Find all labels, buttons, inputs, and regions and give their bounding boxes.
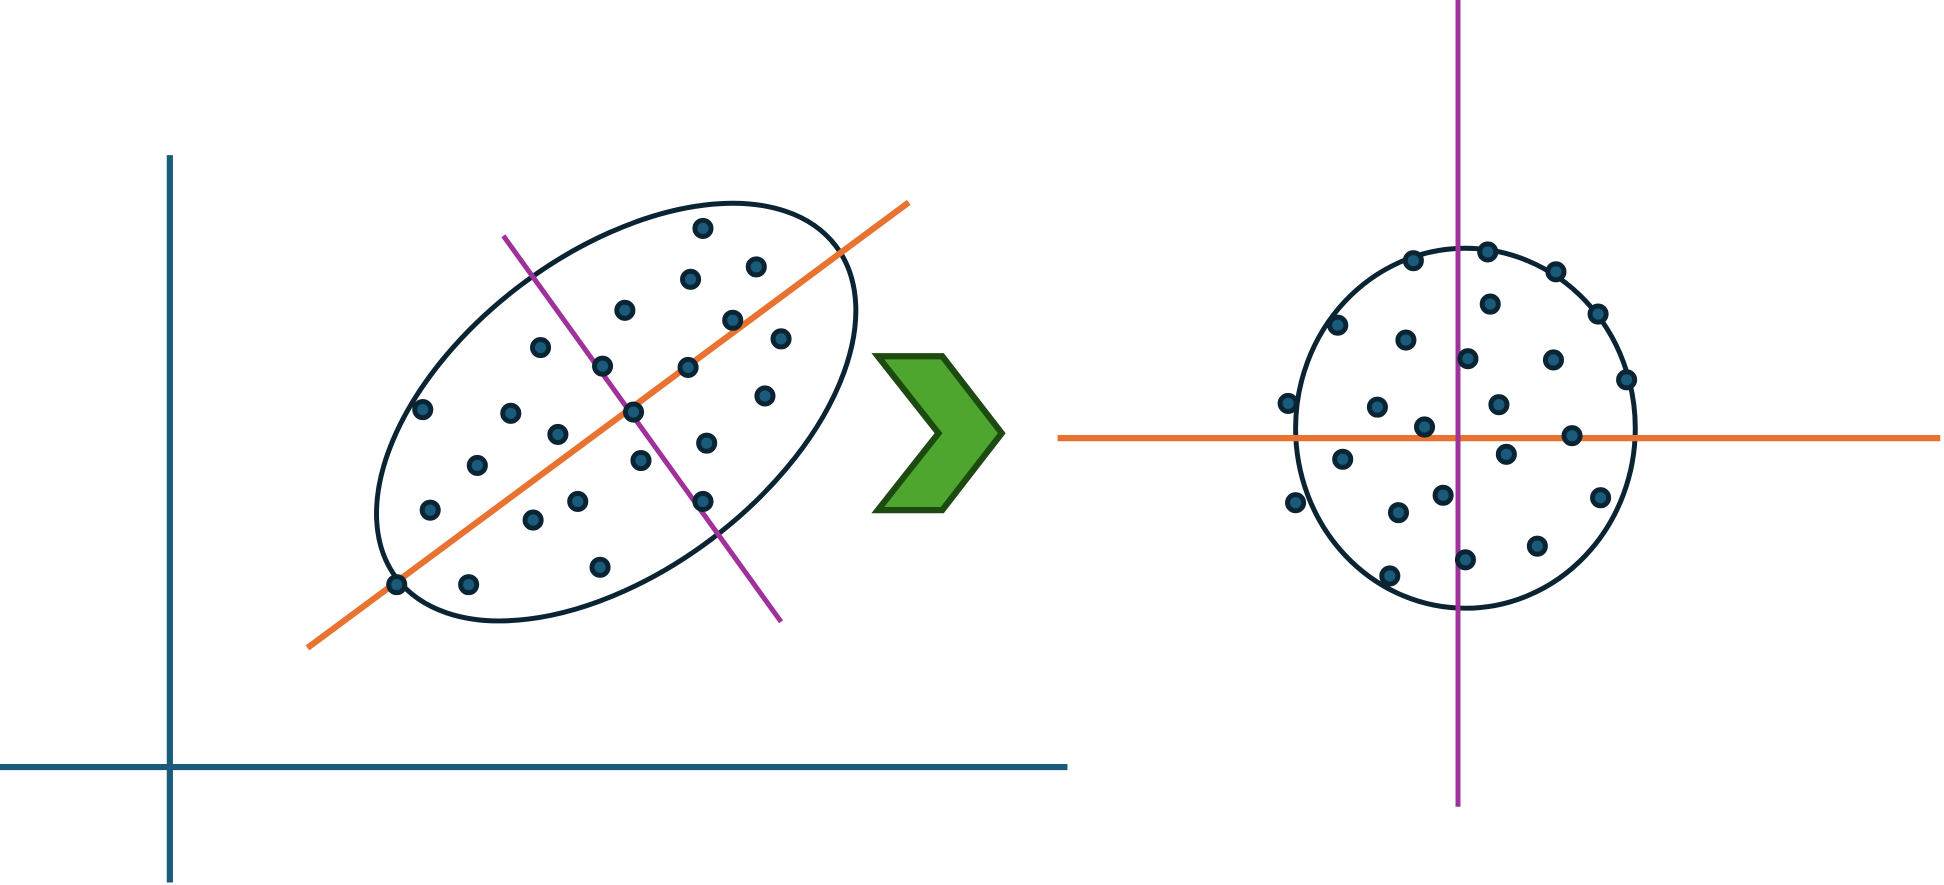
data-point [1488, 394, 1510, 416]
data-point [530, 336, 552, 359]
data-point [1327, 314, 1349, 336]
transformed-points [1277, 241, 1638, 587]
data-point [1477, 241, 1499, 263]
data-point [1395, 329, 1417, 351]
data-point [1454, 549, 1476, 571]
data-point [1332, 448, 1354, 470]
data-point [589, 556, 611, 578]
transformed-data-circle [1293, 245, 1638, 611]
data-point [1379, 565, 1401, 587]
data-point [1590, 487, 1612, 509]
data-point [458, 574, 480, 596]
data-point [1526, 535, 1548, 557]
data-point [722, 309, 744, 331]
original-data-panel [0, 155, 1068, 883]
data-point [677, 356, 699, 378]
data-point [614, 299, 636, 321]
data-point [1561, 425, 1583, 447]
data-point [770, 328, 792, 350]
data-point [466, 454, 488, 477]
data-point [1402, 250, 1424, 272]
principal-component-1-line [305, 199, 911, 651]
data-point [1479, 293, 1501, 315]
data-point [630, 449, 652, 472]
data-point [680, 268, 702, 290]
data-point [745, 256, 767, 278]
transformed-data-panel [1057, 0, 1941, 807]
data-point [696, 432, 718, 454]
data-point [1413, 416, 1436, 438]
data-point [622, 401, 645, 423]
data-point [500, 402, 522, 424]
data-point [522, 509, 544, 531]
data-point [1432, 484, 1454, 506]
data-point [1277, 392, 1299, 414]
data-point [592, 355, 614, 377]
data-point [692, 490, 714, 513]
data-point [1387, 502, 1410, 524]
data-point [547, 423, 569, 445]
data-point [692, 217, 714, 239]
data-point [412, 399, 434, 421]
data-point [1587, 303, 1609, 325]
data-point [1457, 348, 1479, 370]
transform-arrow-icon [871, 353, 1006, 514]
data-point [754, 385, 776, 407]
original-points [386, 217, 792, 596]
data-point [1285, 492, 1307, 514]
data-point [1542, 349, 1565, 371]
data-point [1616, 369, 1638, 391]
principal-component-2-line [501, 234, 784, 624]
data-point [419, 499, 441, 521]
data-ellipse [374, 200, 859, 624]
data-point [1366, 396, 1388, 418]
data-point [386, 574, 408, 596]
data-point [1545, 261, 1567, 283]
data-point [567, 490, 589, 513]
data-point [1495, 443, 1517, 465]
